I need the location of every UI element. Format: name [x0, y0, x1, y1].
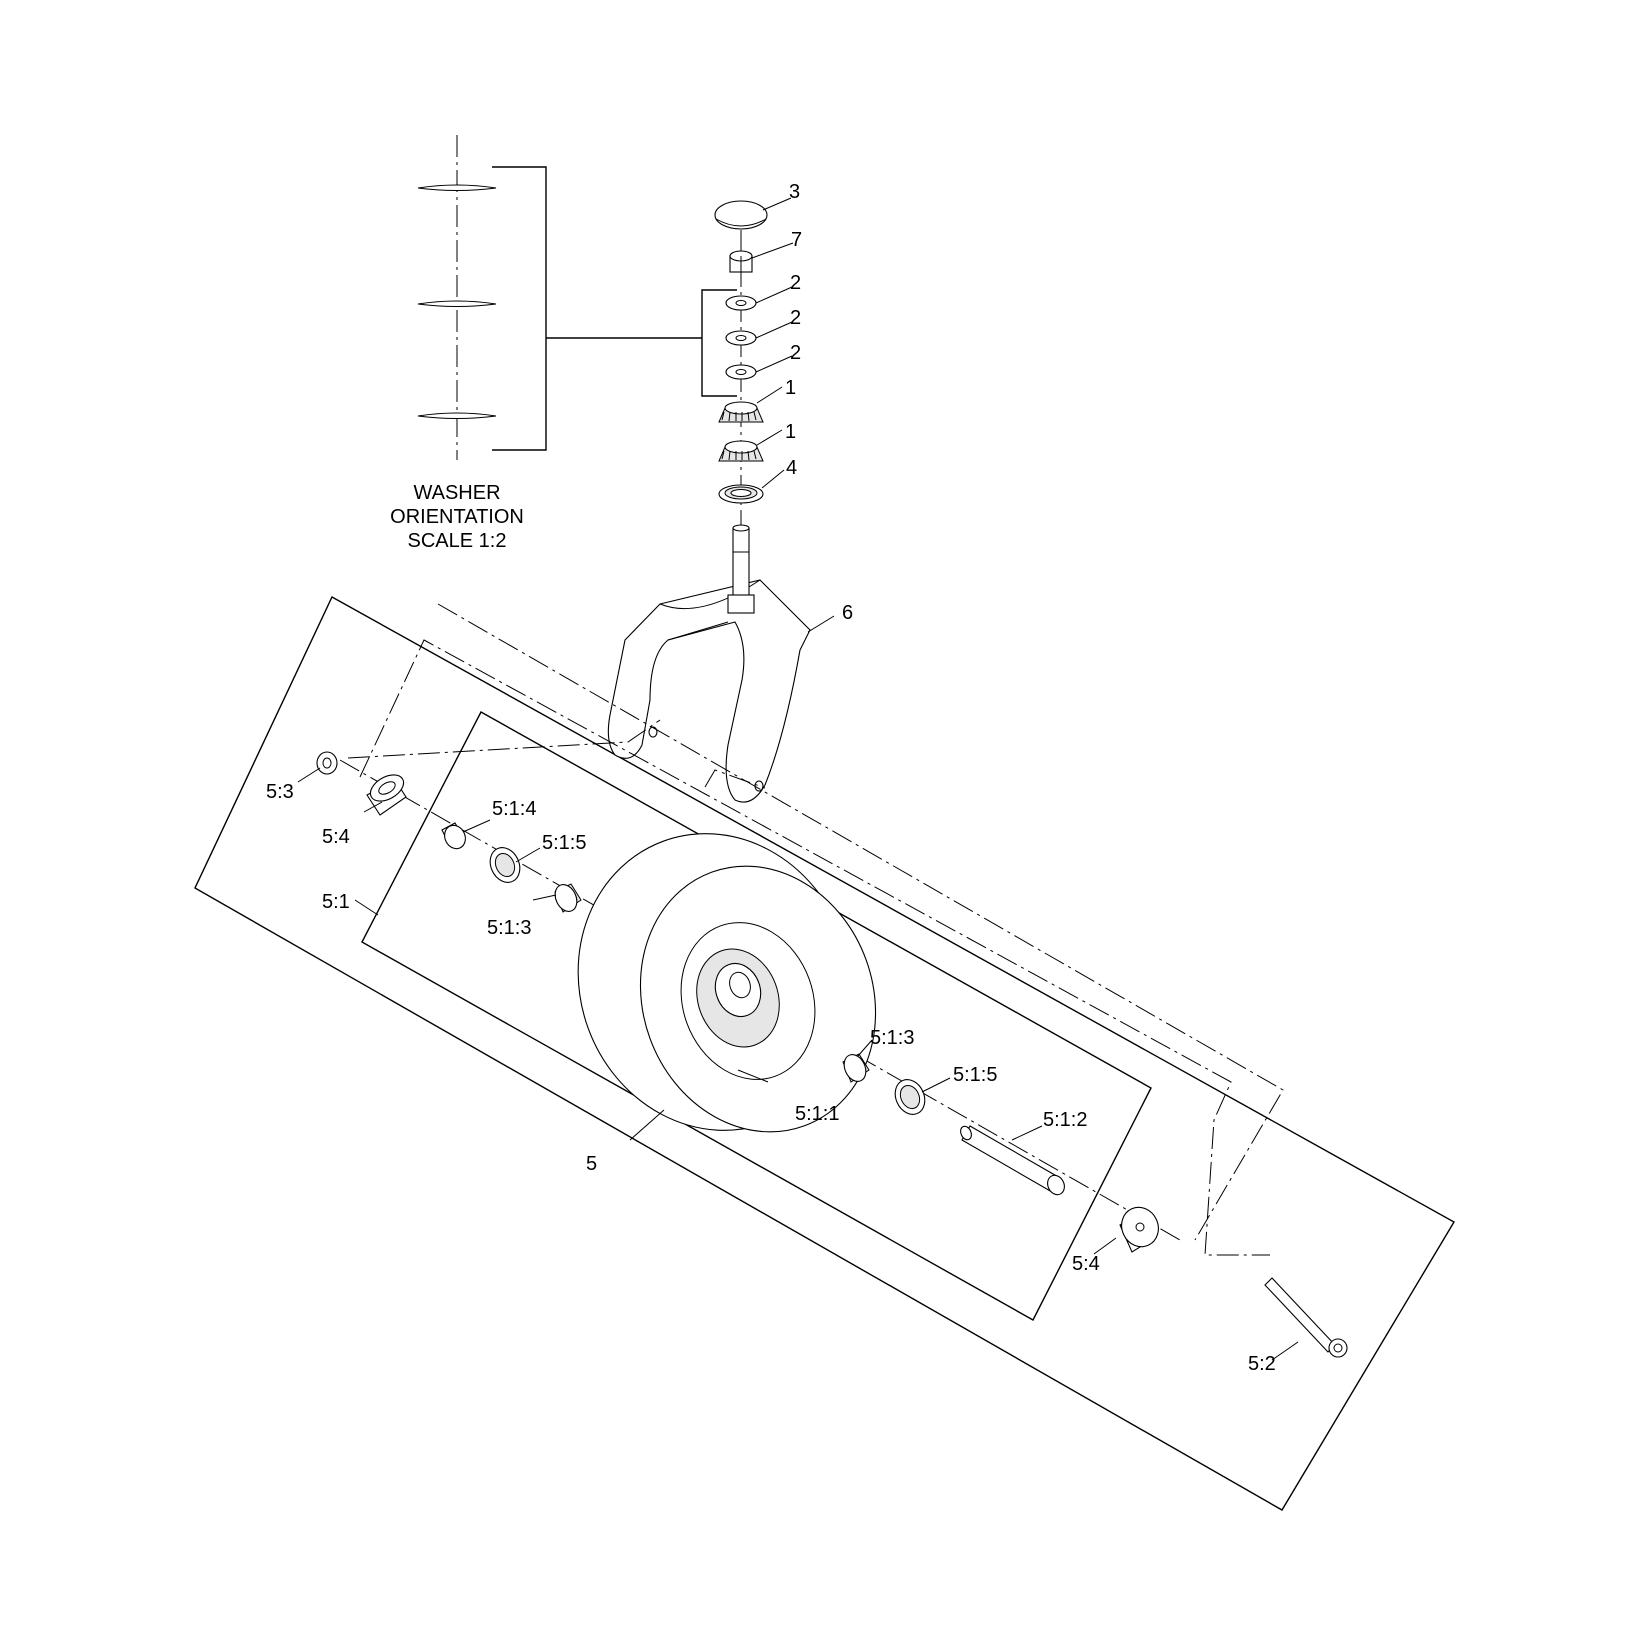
cone-bearing-2 [718, 440, 764, 462]
phantom-line-outer [437, 603, 1284, 1241]
assembly-5-1-border [361, 711, 1152, 1321]
leader-lines [297, 197, 1299, 1361]
callout-5: 5 [586, 1153, 597, 1175]
callout-5-1-1: 5:1:1 [795, 1103, 839, 1125]
callout-2-middle: 2 [790, 307, 801, 329]
fork-spindle [727, 524, 755, 614]
callout-5-1-5-left: 5:1:5 [542, 832, 586, 854]
callout-5-1-3-left: 5:1:3 [487, 917, 531, 939]
spacer-5-4-left [366, 774, 407, 816]
phantom-link-right [704, 769, 766, 789]
caster-fork [607, 579, 811, 803]
detail-bracket [492, 166, 547, 451]
spacer-5-4-right [1119, 1206, 1159, 1253]
callout-5-3: 5:3 [266, 781, 294, 803]
callout-5-1-2: 5:1:2 [1043, 1109, 1087, 1131]
callout-1-top: 1 [785, 377, 796, 399]
assembly-5-border [194, 596, 1455, 1511]
callout-5-2: 5:2 [1248, 1353, 1276, 1375]
note-line-2: ORIENTATION [390, 506, 524, 528]
washer-1 [725, 295, 757, 311]
cone-bearing-5-1-3-left [554, 883, 582, 913]
callout-5-4-right: 5:4 [1072, 1253, 1100, 1275]
callout-5-1: 5:1 [322, 891, 350, 913]
cone-bearing-1 [718, 401, 764, 423]
callout-7: 7 [791, 229, 802, 251]
callout-5-1-3-right: 5:1:3 [870, 1027, 914, 1049]
detail-washer-middle [417, 300, 497, 308]
axle-tube-5-1-2 [960, 1125, 1065, 1196]
detail-washer-top [417, 184, 497, 192]
dust-cap [714, 200, 768, 230]
note-line-3: SCALE 1:2 [408, 530, 507, 552]
callout-2-top: 2 [790, 272, 801, 294]
seal [718, 484, 764, 504]
bolt-5-2 [1264, 1277, 1348, 1358]
washer-3 [725, 364, 757, 380]
bearing-cup-5-1-5-left [489, 847, 521, 883]
callout-4: 4 [786, 457, 797, 479]
bearing-cup-5-1-5-right [894, 1079, 926, 1115]
hex-nut-5-3 [316, 751, 338, 775]
washer-2 [725, 330, 757, 346]
callout-2-bottom: 2 [790, 342, 801, 364]
callout-3: 3 [789, 181, 800, 203]
callout-5-1-4: 5:1:4 [492, 798, 536, 820]
callout-1-bottom: 1 [785, 421, 796, 443]
phantom-link-left [347, 719, 661, 759]
callout-5-1-5-right: 5:1:5 [953, 1064, 997, 1086]
lock-nut [729, 250, 753, 273]
washer-orientation-detail: WASHER ORIENTATION SCALE 1:2 [390, 135, 702, 552]
cone-bearing-5-1-3-right [842, 1053, 870, 1083]
note-line-1: WASHER [413, 482, 500, 504]
callout-5-4-left: 5:4 [322, 826, 350, 848]
callout-6: 6 [842, 602, 853, 624]
bushing-5-1-4 [441, 822, 466, 850]
detail-washer-bottom [417, 412, 497, 420]
phantom-line-left [359, 639, 1270, 1256]
wheel-tire [577, 833, 877, 1133]
washer-group-bracket [701, 289, 737, 397]
